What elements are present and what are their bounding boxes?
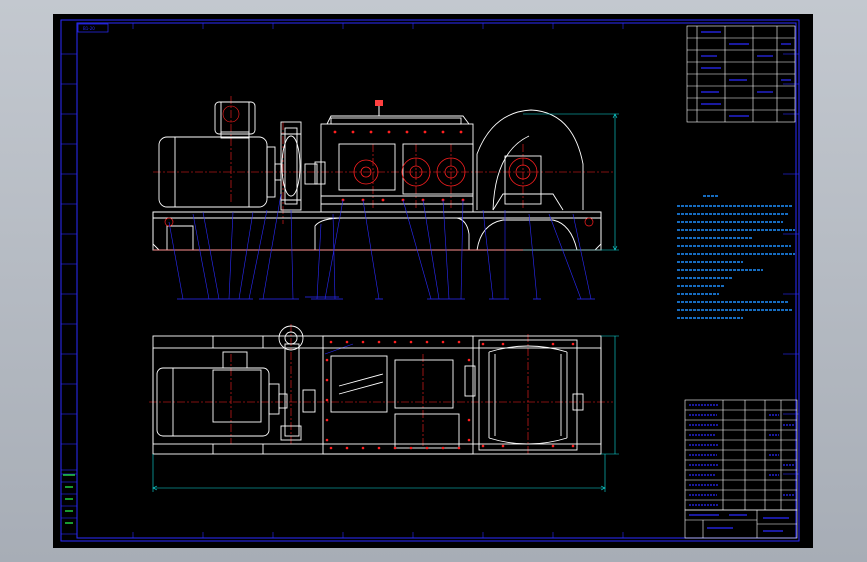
drawing-border: [60, 19, 800, 542]
reducer-gear-circles: [353, 157, 466, 187]
drum-centerline-circles: [508, 157, 538, 187]
motor-terminal-box: [214, 101, 256, 135]
part-leader-lines: [168, 193, 592, 355]
elevation-height-dimension: [523, 113, 619, 251]
winch-drum[interactable]: [476, 109, 584, 211]
elevation-centerlines: [153, 96, 613, 224]
drive-motor[interactable]: [158, 101, 282, 208]
plan-reducer[interactable]: [322, 335, 476, 455]
base-bolt-holes: [164, 217, 594, 227]
motor-fan-centerline: [222, 105, 240, 123]
zone-ticks: [61, 23, 799, 538]
approval-stamp-column: [60, 469, 78, 535]
plan-centerlines: [149, 324, 613, 454]
parts-list-table: [684, 399, 798, 511]
brake-coupling[interactable]: [280, 121, 318, 211]
sheet-id-box: B1-20: [77, 23, 109, 33]
drawing-canvas[interactable]: B1-20: [53, 14, 813, 548]
sheet-id-label: B1-20: [83, 26, 95, 31]
plan-drum-bolts: [481, 342, 575, 448]
plan-motor[interactable]: [156, 351, 288, 437]
main-title-entries: [689, 514, 789, 532]
revision-table-entries: [701, 31, 791, 117]
plan-brake[interactable]: [278, 325, 316, 441]
lever-handle-icon: [375, 100, 383, 116]
base-frame[interactable]: [152, 211, 602, 251]
technical-requirements-notes: [677, 195, 795, 319]
plan-drum[interactable]: [478, 339, 584, 451]
part-leader-ticks: [177, 296, 595, 300]
plan-length-dimension: [152, 335, 619, 492]
reducer-bolts: [333, 130, 465, 202]
parts-list-entries: [689, 404, 795, 506]
plan-view[interactable]: [149, 324, 619, 492]
front-elevation-view[interactable]: [152, 96, 619, 355]
gear-reducer[interactable]: [314, 115, 474, 213]
drawing-viewport[interactable]: B1-20: [53, 14, 813, 548]
main-title-block: [684, 509, 798, 539]
revision-table-top-right: [686, 25, 796, 123]
plan-reducer-bolts: [325, 340, 471, 450]
